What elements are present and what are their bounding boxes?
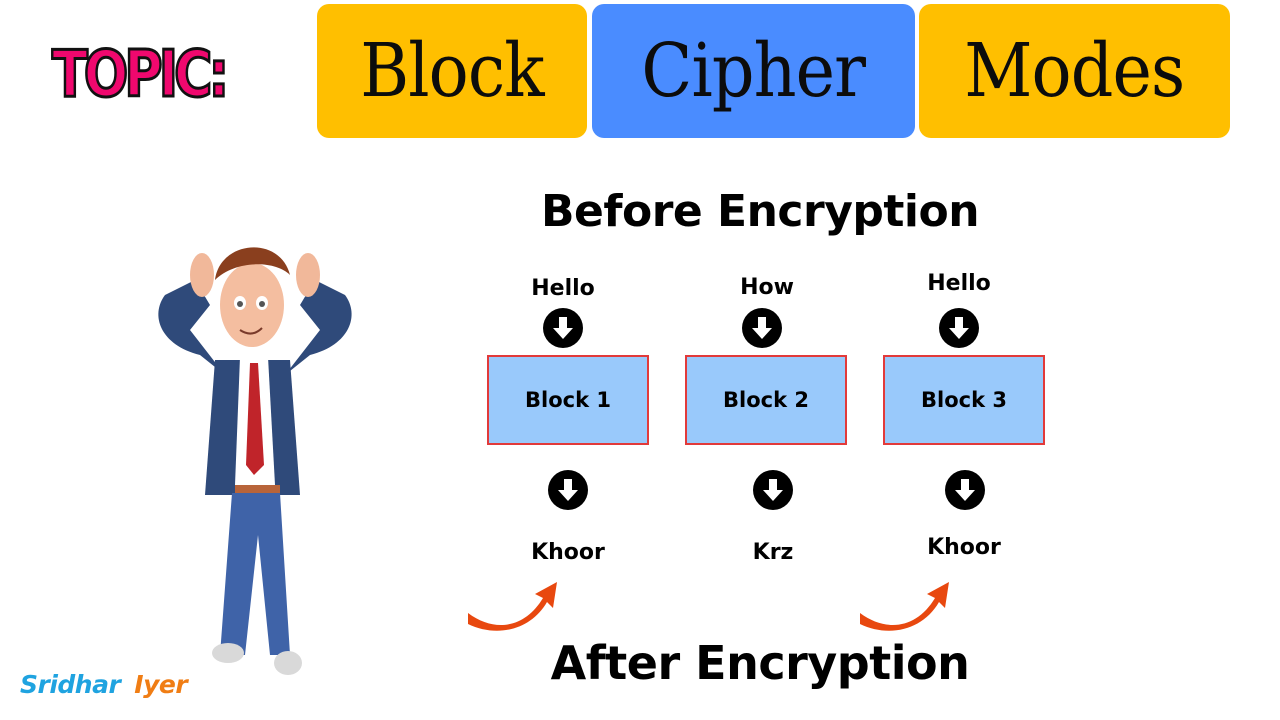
title-word-modes: Modes bbox=[919, 4, 1230, 138]
curved-arrow-icon bbox=[465, 578, 565, 638]
title-word-block: Block bbox=[317, 4, 587, 138]
down-arrow-icon bbox=[742, 308, 782, 348]
after-encryption-heading: After Encryption bbox=[550, 636, 970, 690]
author-last-name: Iyer bbox=[134, 670, 188, 699]
down-arrow-icon bbox=[939, 308, 979, 348]
curved-arrow-icon bbox=[857, 578, 957, 638]
cipher-block-3: Block 3 bbox=[883, 355, 1045, 445]
down-arrow-icon bbox=[753, 470, 793, 510]
before-encryption-heading: Before Encryption bbox=[540, 186, 980, 237]
plaintext-label: How bbox=[740, 275, 794, 300]
down-arrow-icon bbox=[548, 470, 588, 510]
cartoon-character-illustration bbox=[140, 235, 370, 685]
ciphertext-label: Khoor bbox=[927, 535, 1001, 560]
plaintext-label: Hello bbox=[531, 276, 595, 301]
ciphertext-label: Khoor bbox=[531, 540, 605, 565]
plaintext-label: Hello bbox=[927, 271, 991, 296]
cipher-block-2: Block 2 bbox=[685, 355, 847, 445]
topic-label: TOPIC: bbox=[51, 37, 231, 114]
author-credit: Sridhar Iyer bbox=[20, 670, 188, 699]
author-first-name: Sridhar bbox=[20, 670, 121, 699]
title-word-cipher: Cipher bbox=[592, 4, 915, 138]
cipher-block-1: Block 1 bbox=[487, 355, 649, 445]
ciphertext-label: Krz bbox=[752, 540, 794, 565]
down-arrow-icon bbox=[543, 308, 583, 348]
down-arrow-icon bbox=[945, 470, 985, 510]
